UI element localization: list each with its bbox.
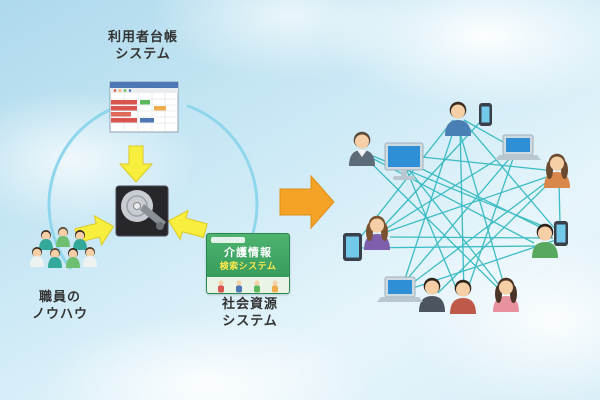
hard-disk-drive-icon (115, 185, 169, 237)
smartphone-top-icon (479, 103, 492, 126)
network-people (349, 101, 570, 314)
person-man-bottom-left-icon (419, 277, 445, 312)
label-line: 社会資源 (221, 296, 278, 311)
network-devices (343, 103, 568, 302)
person-woman-right-icon (544, 153, 570, 188)
label-staff-knowhow: 職員の ノウハウ (14, 288, 106, 322)
person-man-bottom-icon (450, 279, 476, 314)
input-arrow-icons (74, 145, 208, 247)
care-info-pamphlet: 介護情報 検索システム (206, 233, 290, 294)
laptop-top-right-icon (495, 134, 541, 160)
person-woman-pink-icon (493, 277, 519, 312)
label-line: システム (115, 46, 171, 61)
label-line: ノウハウ (31, 306, 88, 321)
arrow-ledger-to-storage-icon (118, 145, 154, 183)
pamphlet-people-icon (218, 280, 278, 293)
pamphlet-subtitle: 検索システム (219, 261, 277, 271)
big-right-arrow-icon (279, 174, 335, 230)
pamphlet-title: 介護情報 (224, 247, 272, 259)
laptop-bottom-left-icon (377, 276, 423, 302)
label-social-resource-system: 社会資源 システム (204, 295, 296, 329)
label-user-ledger-system: 利用者台帳 システム (95, 28, 191, 62)
smartphone-right-icon (554, 221, 568, 246)
person-top-icon (445, 101, 471, 136)
person-man-green-icon (532, 223, 558, 258)
person-woman-left-icon (364, 215, 390, 250)
label-line: システム (222, 313, 278, 328)
arrow-pamphlet-to-storage-icon (167, 209, 208, 241)
monitor-icon (384, 142, 424, 180)
label-line: 利用者台帳 (107, 29, 178, 44)
staff-group-icon (30, 227, 97, 268)
spreadsheet-window-icon (109, 81, 179, 133)
tablet-left-icon (343, 233, 362, 261)
pamphlet-people-strip (207, 277, 289, 293)
label-line: 職員の (38, 289, 81, 304)
pamphlet-badge (211, 237, 245, 243)
person-businessman-icon (349, 131, 375, 166)
